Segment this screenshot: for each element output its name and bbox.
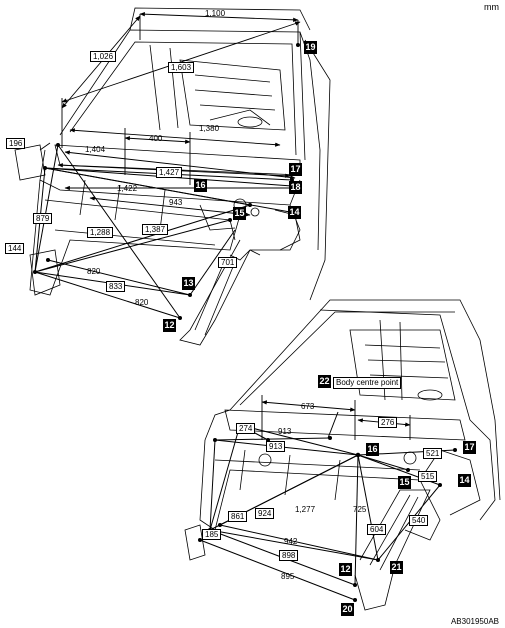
marker-badge: 17: [463, 441, 476, 454]
top-measure-lines: [34, 144, 293, 319]
dim-label: 833: [106, 281, 126, 292]
dim-label: 943: [169, 198, 183, 207]
dim-label: 861: [228, 511, 248, 522]
marker-badge: 14: [288, 206, 301, 219]
dim-label: 1,100: [205, 9, 226, 18]
marker-badge: 19: [304, 41, 317, 54]
dim-label: 913: [266, 441, 286, 452]
marker-badge: 16: [366, 443, 379, 456]
dim-label: 1,026: [90, 51, 117, 62]
dim-label: 144: [5, 243, 25, 254]
dim-label: 1,427: [156, 167, 183, 178]
dim-label: 1,288: [87, 227, 114, 238]
top-measure-points: [33, 43, 300, 320]
dim-label: 1,404: [85, 145, 106, 154]
figure-code: AB301950AB: [450, 617, 499, 626]
body-centre-callout: Body centre point: [333, 377, 402, 389]
dim-label: 942: [284, 537, 298, 546]
marker-badge: 18: [289, 181, 302, 194]
dim-label: 1,603: [168, 62, 195, 73]
marker-badge: 17: [289, 163, 302, 176]
dim-label: 895: [281, 572, 295, 581]
dim-label: 820: [87, 267, 101, 276]
marker-badge: 21: [390, 561, 403, 574]
dim-label: 276: [378, 417, 398, 428]
dim-label: 196: [6, 138, 26, 149]
dim-label: 673: [301, 402, 315, 411]
dim-label: 725: [353, 505, 367, 514]
dim-label: 185: [202, 529, 222, 540]
marker-badge: 22: [318, 375, 331, 388]
bottom-measure-lines: [199, 411, 456, 601]
dim-label: 879: [33, 213, 53, 224]
marker-badge: 12: [339, 563, 352, 576]
dim-label: 820: [135, 298, 149, 307]
dim-label: 400: [149, 134, 163, 143]
dim-label: 521: [423, 448, 443, 459]
unit-label: mm: [484, 2, 499, 12]
dim-label: 540: [409, 515, 429, 526]
dim-label: 274: [236, 423, 256, 434]
dim-label: 701: [218, 257, 238, 268]
marker-badge: 15: [233, 207, 246, 220]
dim-label: 1,277: [295, 505, 316, 514]
dim-label: 604: [367, 524, 387, 535]
dim-label: 1,380: [199, 124, 220, 133]
marker-badge: 20: [341, 603, 354, 616]
top-dimension-lines: [39, 12, 301, 217]
marker-badge: 13: [182, 277, 195, 290]
marker-badge: 16: [194, 179, 207, 192]
dim-label: 1,387: [142, 224, 169, 235]
marker-badge: 14: [458, 474, 471, 487]
dim-label: 913: [278, 427, 292, 436]
dim-label: 1,422: [117, 184, 138, 193]
marker-badge: 15: [398, 476, 411, 489]
dim-label: 924: [255, 508, 275, 519]
marker-badge: 12: [163, 319, 176, 332]
dim-label: 898: [279, 550, 299, 561]
dim-label: 515: [418, 471, 438, 482]
bottom-body-outline: [184, 299, 501, 611]
